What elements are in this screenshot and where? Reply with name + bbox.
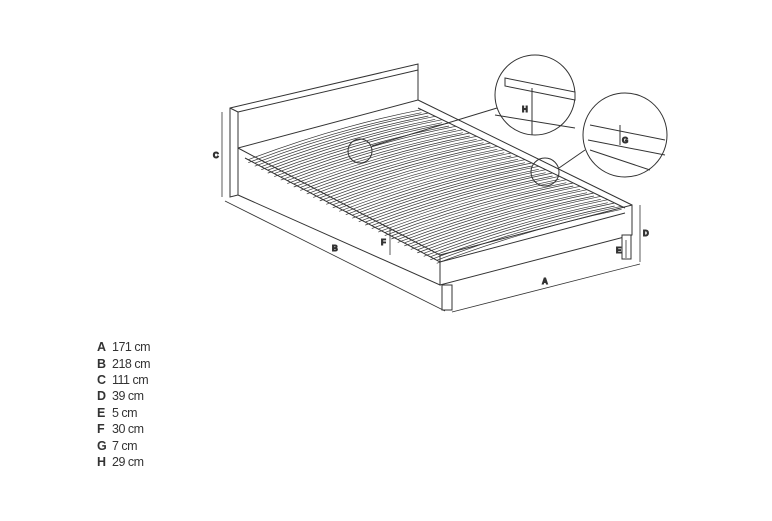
slat (378, 175, 560, 230)
slat (274, 125, 450, 177)
slat (319, 148, 498, 202)
slat (248, 109, 422, 161)
slat (274, 122, 450, 174)
label-g: G (622, 136, 628, 145)
legend-row-c: C 111 cm (97, 372, 150, 388)
slat (397, 188, 581, 243)
label-d: D (643, 229, 649, 238)
slat (365, 169, 546, 223)
slat (384, 182, 567, 236)
slat (410, 192, 595, 247)
slat (261, 118, 436, 170)
legend-value: 5 cm (112, 405, 138, 420)
legend-row-f: F 30 cm (97, 421, 150, 437)
slat (339, 155, 519, 209)
legend-row-h: H 29 cm (97, 454, 150, 470)
slat (345, 159, 526, 213)
slat (313, 145, 491, 198)
slat (423, 202, 608, 257)
slat (352, 165, 532, 219)
slat (287, 129, 463, 181)
slat (352, 162, 532, 216)
slat (397, 185, 581, 240)
slat (267, 119, 443, 171)
slat (313, 142, 491, 195)
slat (254, 112, 429, 164)
dimensions-legend: A 171 cm B 218 cm C 111 cm D 39 cm E 5 cm F 30… (97, 339, 151, 470)
legend-row-g: G 7 cm (97, 437, 150, 453)
slat (436, 208, 622, 264)
slat (417, 195, 601, 251)
slat (306, 142, 484, 195)
slat (365, 172, 546, 226)
detail-callouts (347, 54, 668, 187)
slat (261, 115, 436, 167)
legend-key: G (97, 438, 107, 453)
slat (384, 179, 567, 233)
slat (391, 185, 574, 240)
legend-row-b: B 218 cm (97, 355, 151, 371)
slat (326, 149, 505, 202)
legend-key: A (97, 340, 106, 355)
slat (371, 172, 553, 226)
dimension-letters: C B A D E F G H (213, 105, 650, 287)
label-a: A (542, 277, 548, 286)
legs (441, 234, 632, 311)
slat (280, 128, 457, 181)
label-e: E (616, 246, 622, 255)
slat (339, 158, 519, 212)
slat (267, 122, 443, 174)
legend-value: 7 cm (112, 438, 138, 453)
slat (248, 112, 422, 164)
slat (345, 162, 526, 216)
slat (326, 152, 505, 205)
legend-row-d: D 39 cm (97, 388, 150, 404)
legend-value: 29 cm (112, 454, 144, 469)
slat (287, 132, 463, 184)
slat (371, 175, 553, 229)
slat (319, 145, 498, 199)
slat (391, 182, 574, 237)
slat (410, 195, 595, 250)
legend-key: F (97, 422, 105, 437)
legend-row-a: A 171 cm (97, 339, 151, 355)
legend-key: E (97, 405, 105, 420)
legend-key: D (97, 389, 106, 404)
legend-value: 30 cm (112, 422, 144, 437)
slat (430, 205, 615, 261)
legend-value: 171 cm (112, 340, 151, 355)
slat (280, 125, 457, 178)
legend-value: 111 cm (112, 372, 149, 387)
slat (423, 199, 608, 254)
slat (300, 138, 477, 191)
slat (306, 139, 484, 192)
slat (358, 165, 539, 219)
slat (358, 168, 539, 222)
label-c: C (213, 151, 219, 160)
slat (430, 202, 615, 258)
legend-row-e: E 5 cm (97, 405, 150, 421)
dimension-lines (221, 112, 641, 313)
slat (436, 205, 622, 261)
label-b: B (332, 244, 338, 253)
slats (248, 109, 622, 264)
label-h: H (522, 105, 528, 114)
slat (293, 135, 470, 188)
slat (293, 132, 470, 185)
slat (404, 192, 588, 247)
slat (254, 115, 429, 167)
legend-value: 39 cm (112, 389, 144, 404)
label-f: F (381, 238, 386, 247)
slat (404, 189, 588, 244)
legend-key: B (97, 356, 106, 371)
legend-key: H (97, 454, 106, 469)
legend-key: C (97, 372, 106, 387)
legend-value: 218 cm (112, 356, 151, 371)
slat (417, 198, 601, 254)
slat (300, 135, 477, 188)
slat (332, 155, 512, 209)
slat (332, 152, 512, 206)
